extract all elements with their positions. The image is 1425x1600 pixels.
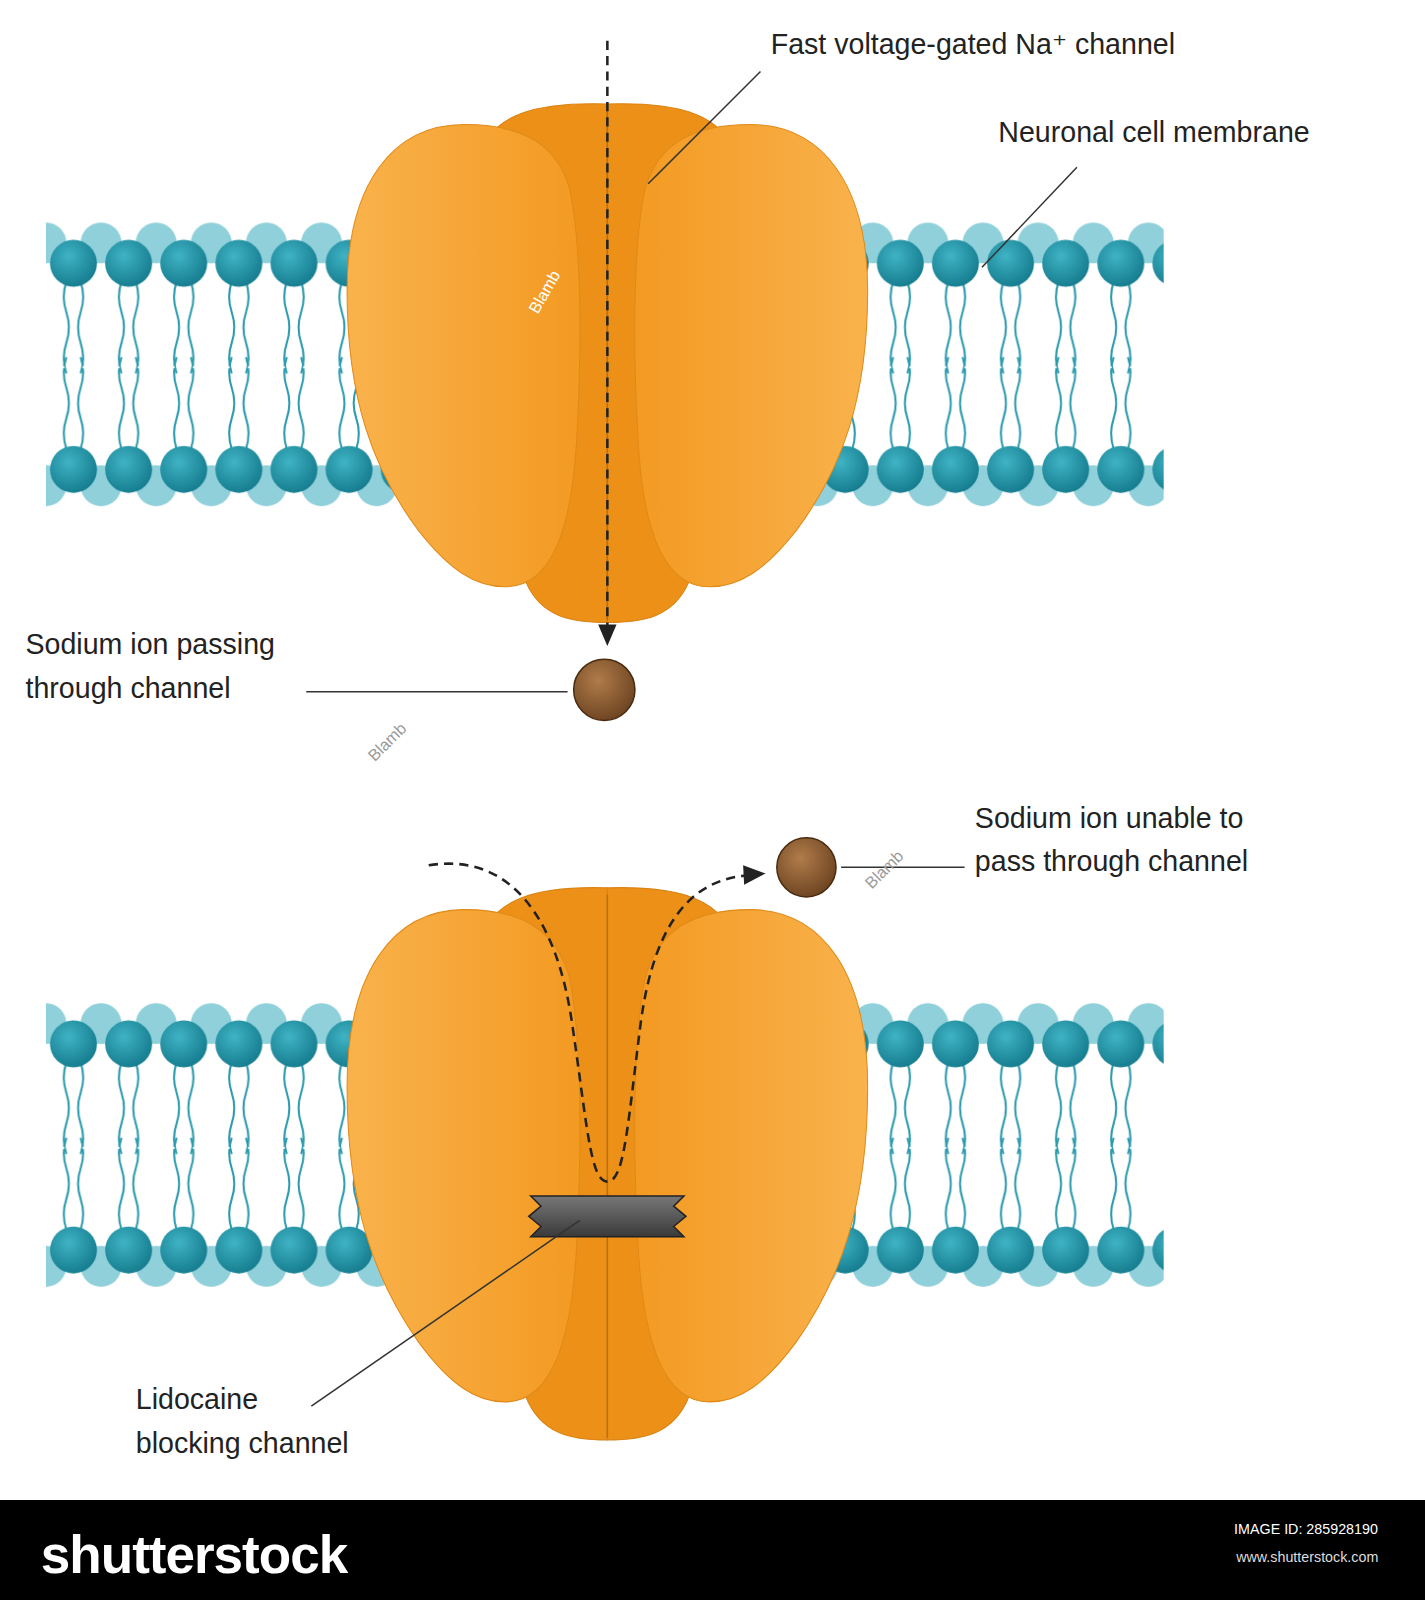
arrow-head (598, 624, 616, 645)
arrow-head (743, 865, 765, 884)
watermark: Blamb (362, 717, 413, 768)
image-id: IMAGE ID: 285928190 (1234, 1518, 1378, 1540)
footer-bar (0, 1500, 1425, 1600)
lidocaine-block (529, 1196, 686, 1237)
sodium-ion (777, 838, 836, 897)
leader-lines (306, 71, 1077, 1406)
watermark-logo: shutterstock (41, 1514, 347, 1596)
watermark-url: www.shutterstock.com (1236, 1547, 1378, 1569)
ion-label: Sodium ion passing through channel (26, 622, 332, 711)
channel-label: Fast voltage-gated Na⁺ channel (771, 22, 1175, 66)
ion-label: Sodium ion unable to pass through channe… (975, 796, 1281, 885)
ion-path (429, 864, 747, 1182)
sodium-ion (574, 659, 635, 720)
sodium-channel (347, 888, 868, 1440)
drug-label: Lidocaine blocking channel (136, 1378, 363, 1467)
membrane-label: Neuronal cell membrane (998, 110, 1309, 154)
ion-path (606, 41, 609, 627)
watermark: Blamb (859, 845, 910, 896)
